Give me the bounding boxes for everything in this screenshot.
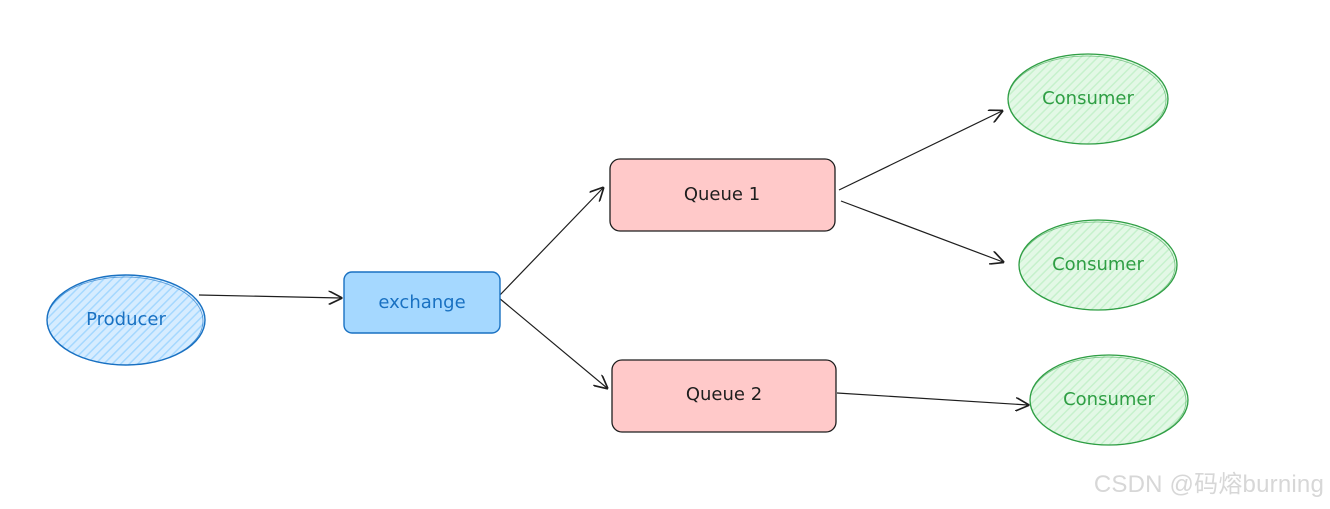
edge-queue1-consumer1[interactable] [838, 111, 1002, 191]
edge-exchange-queue1[interactable] [498, 188, 603, 297]
edge-queue1-consumer2[interactable] [840, 200, 1003, 262]
producer-sketch-outline [46, 276, 204, 366]
edge-queue2-consumer3[interactable] [836, 392, 1028, 405]
exchange-node[interactable]: exchange [343, 271, 501, 334]
edge-producer-exchange[interactable] [198, 295, 341, 298]
consumer3-label: Consumer [1063, 389, 1155, 410]
consumer3-sketch-outline [1029, 356, 1187, 446]
consumer1-node[interactable]: Consumer [1007, 53, 1169, 145]
edges [198, 111, 1028, 405]
consumer2-node[interactable]: Consumer [1018, 219, 1178, 311]
consumer2-label: Consumer [1052, 254, 1144, 275]
edge-exchange-queue2[interactable] [498, 297, 607, 388]
consumer1-label: Consumer [1042, 88, 1134, 109]
consumer3-node[interactable]: Consumer [1029, 354, 1189, 446]
queue2-shape [611, 359, 837, 433]
queue1-node[interactable]: Queue 1 [609, 158, 836, 232]
exchange-label: exchange [378, 292, 465, 313]
watermark: CSDN @码熔burning [1093, 471, 1324, 498]
exchange-shape [343, 271, 501, 334]
producer-node[interactable]: Producer [46, 274, 206, 366]
queue1-shape [609, 158, 836, 232]
producer-label: Producer [86, 309, 166, 330]
consumer1-sketch-outline [1007, 55, 1167, 145]
queue2-label: Queue 2 [686, 384, 762, 405]
consumer2-sketch-outline [1018, 221, 1176, 311]
queue1-label: Queue 1 [684, 184, 760, 205]
queue2-node[interactable]: Queue 2 [611, 359, 837, 433]
